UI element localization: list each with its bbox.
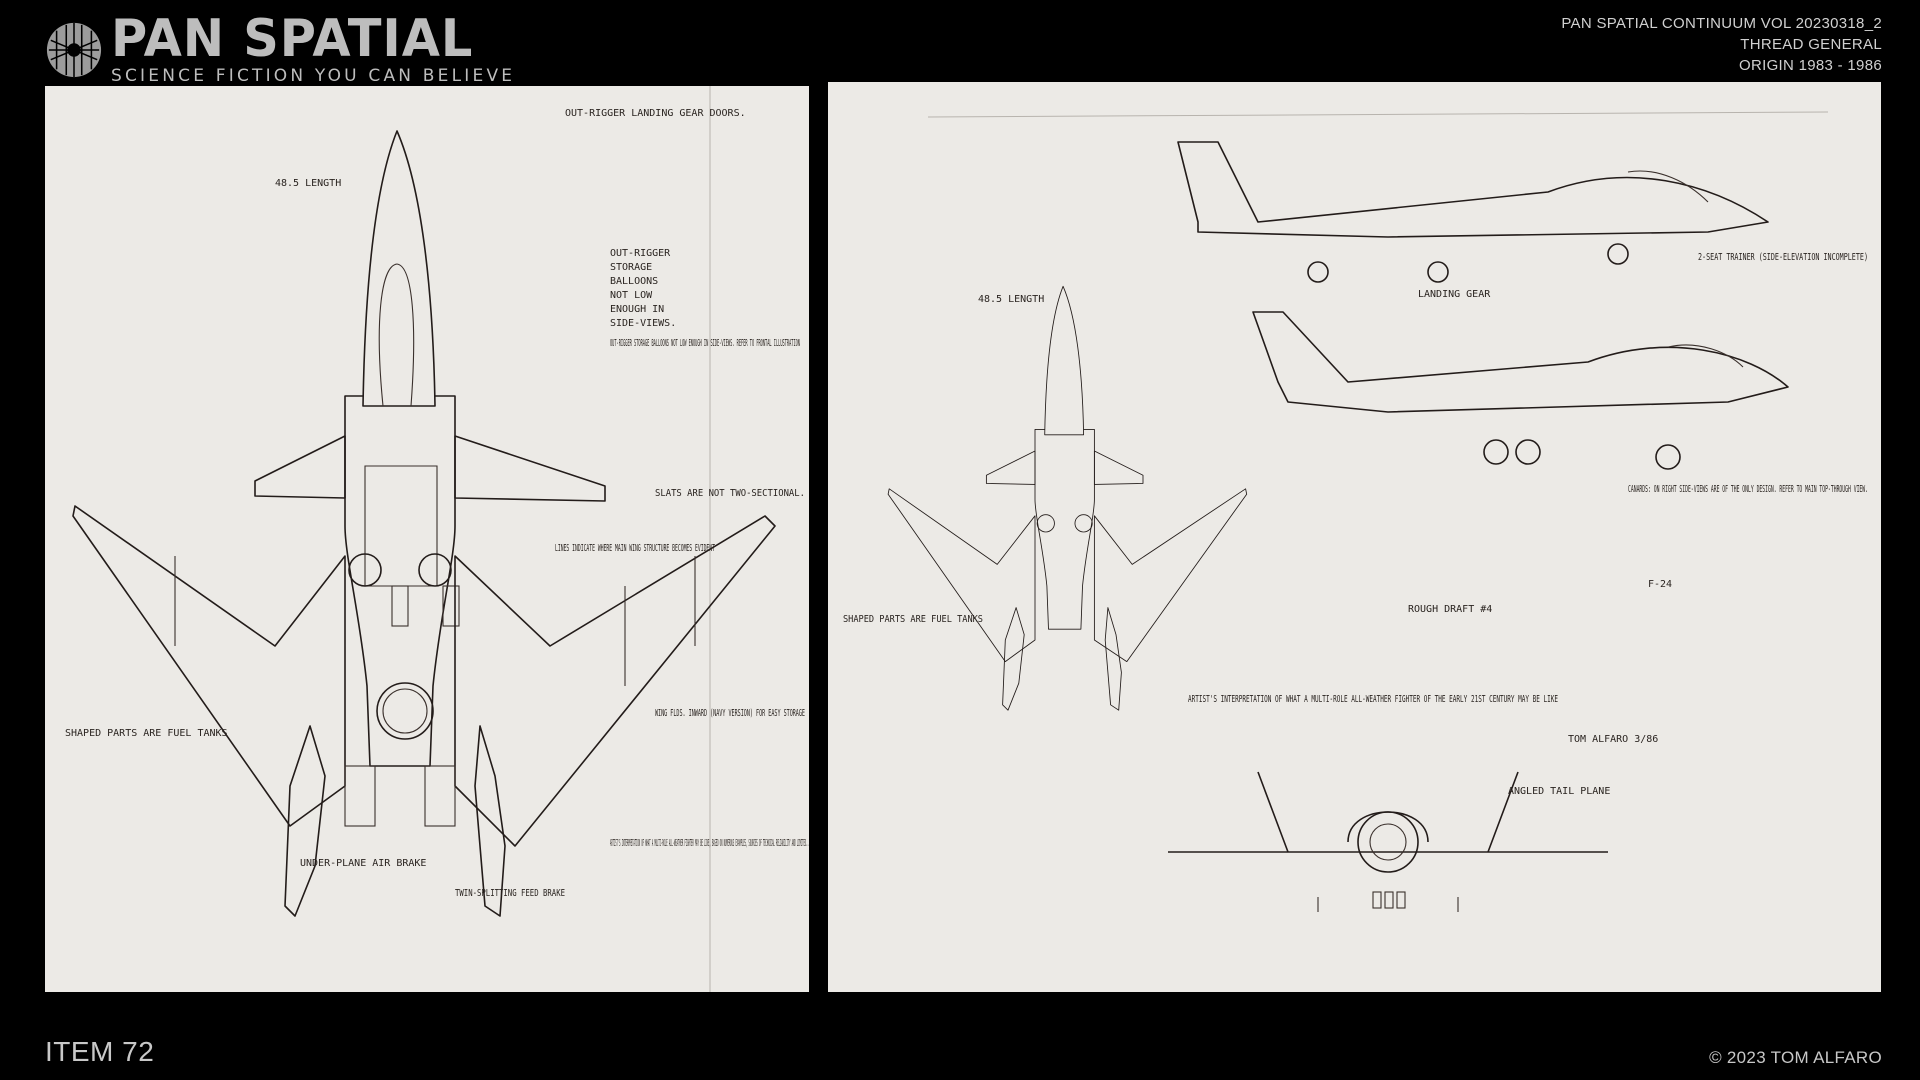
note: LINES INDICATE WHERE MAIN WING STRUCTURE… (555, 543, 715, 554)
note: OUT-RIGGER STORAGE BALLOONS NOT LOW ENOU… (610, 338, 800, 349)
left-sketch-panel: OUT-RIGGER LANDING GEAR DOORS. 48.5 LENG… (45, 86, 809, 992)
canard-right (454, 435, 606, 502)
note: TWIN-SPLITTING FEED BRAKE (455, 888, 565, 899)
note: CANARDS: ON RIGHT SIDE-VIEWS ARE OF THE … (1628, 484, 1868, 495)
note: LANDING GEAR (1418, 289, 1491, 300)
note: 48.5 LENGTH (978, 294, 1044, 305)
meta-thread: THREAD GENERAL (1740, 36, 1882, 53)
wing-left (72, 505, 346, 827)
right-sketch-panel: 2-SEAT TRAINER (SIDE-ELEVATION INCOMPLET… (828, 82, 1881, 992)
note: SLATS ARE NOT TWO-SECTIONAL. (655, 488, 805, 499)
collection-meta: PAN SPATIAL CONTINUUM VOL 20230318_2 THR… (1561, 13, 1882, 76)
fuselage-nose (362, 130, 436, 407)
note: ANGLED TAIL PLANE (1508, 786, 1610, 797)
tail-right (474, 725, 506, 917)
fighter-orthographic-sketches: 2-SEAT TRAINER (SIDE-ELEVATION INCOMPLET… (843, 111, 1868, 912)
note: ARTIST'S INTERPRETATION OF WHAT A MULTI-… (1188, 694, 1558, 705)
canard-left (254, 435, 346, 499)
note: ROUGH DRAFT #4 (1408, 604, 1492, 615)
note: F-24 (1648, 579, 1672, 590)
note: ARTIST'S INTERPRETATION OF WHAT A MULTI-… (610, 838, 809, 849)
note: 2-SEAT TRAINER (SIDE-ELEVATION INCOMPLET… (1698, 252, 1868, 263)
artist-signature: TOM ALFARO 3/86 (1568, 734, 1658, 745)
note: OUT-RIGGER LANDING GEAR DOORS. (565, 108, 746, 119)
note: SHAPED PARTS ARE FUEL TANKS (65, 728, 228, 739)
note: 48.5 LENGTH (275, 178, 341, 189)
meta-volume: PAN SPATIAL CONTINUUM VOL 20230318_2 (1561, 15, 1882, 32)
side-view-trainer (1177, 141, 1769, 238)
front-view-sketch (1168, 771, 1608, 912)
brand-logo: PAN SPATIAL SCIENCE FICTION YOU CAN BELI… (45, 9, 516, 86)
note: UNDER-PLANE AIR BRAKE (300, 858, 426, 869)
note: SHAPED PARTS ARE FUEL TANKS (843, 614, 983, 625)
tail-left (284, 725, 326, 917)
side-view-single-seat (1252, 311, 1789, 413)
pan-spatial-emblem-icon (46, 22, 102, 78)
brand-title: PAN SPATIAL (111, 9, 474, 69)
copyright: © 2023 TOM ALFARO (1709, 1048, 1882, 1067)
meta-origin: ORIGIN 1983 - 1986 (1739, 57, 1882, 74)
wing-right (454, 515, 776, 847)
brand-tagline: SCIENCE FICTION YOU CAN BELIEVE (111, 66, 516, 86)
note: WING FLDS. INWARD (NAVY VERSION) FOR EAS… (655, 708, 805, 719)
fuselage-body (344, 395, 456, 767)
item-number: ITEM 72 (45, 1036, 155, 1067)
fighter-top-view-sketch: OUT-RIGGER LANDING GEAR DOORS. 48.5 LENG… (65, 86, 809, 992)
